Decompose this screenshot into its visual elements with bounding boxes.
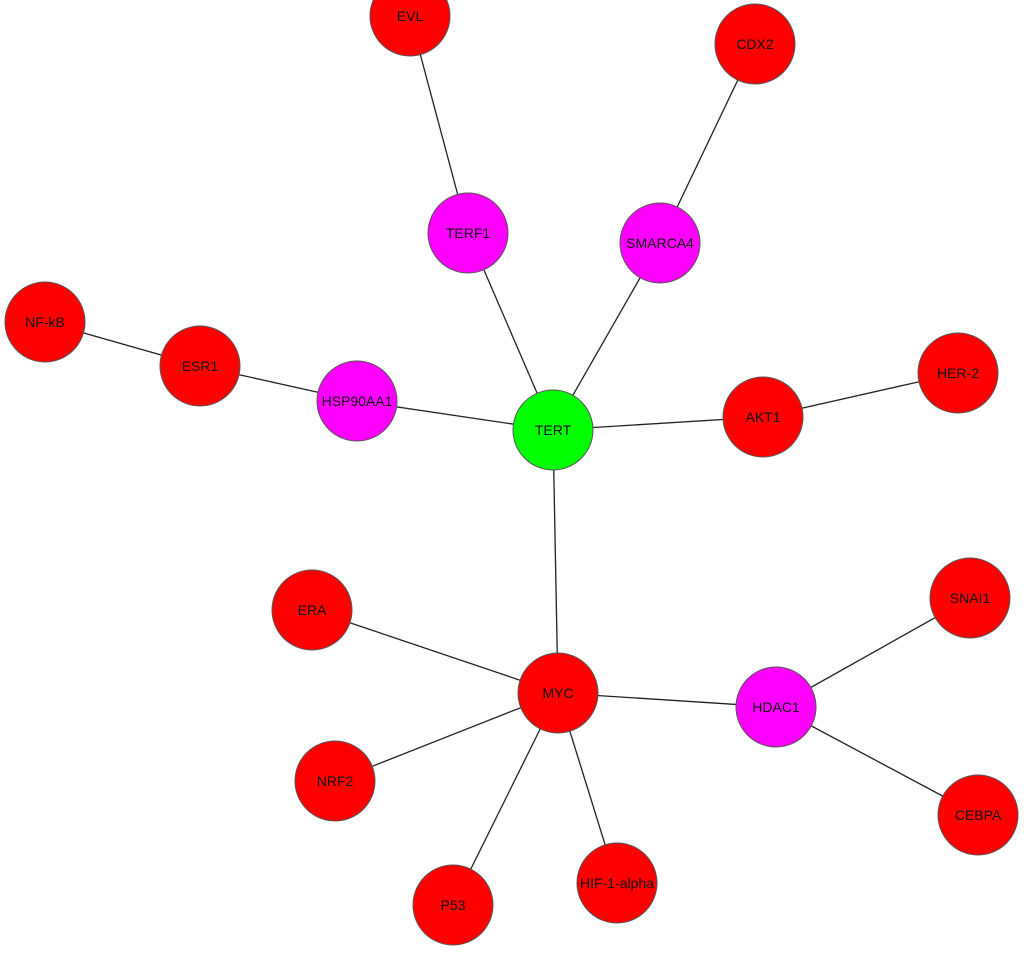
- node-circle[interactable]: [512, 389, 594, 471]
- node-circle[interactable]: [735, 666, 817, 748]
- node-circle[interactable]: [937, 774, 1019, 856]
- node-p53[interactable]: P53: [412, 864, 494, 946]
- node-era[interactable]: ERA: [271, 569, 353, 651]
- edge-era-myc: [311, 609, 559, 694]
- node-label: NRF2: [317, 773, 354, 789]
- node-circle[interactable]: [929, 557, 1011, 639]
- node-circle[interactable]: [917, 332, 999, 414]
- node-label: HER-2: [937, 365, 979, 381]
- node-label: EVL: [397, 8, 424, 24]
- node-myc[interactable]: MYC: [517, 652, 599, 734]
- node-circle[interactable]: [369, 0, 451, 57]
- node-label: SMARCA4: [626, 235, 694, 251]
- node-akt1[interactable]: AKT1: [722, 376, 804, 458]
- edge-tert-myc: [552, 429, 559, 694]
- node-label: AKT1: [745, 409, 780, 425]
- node-her-2[interactable]: HER-2: [917, 332, 999, 414]
- node-label: NF-kB: [25, 314, 65, 330]
- node-label: MYC: [542, 685, 573, 701]
- node-circle[interactable]: [722, 376, 804, 458]
- edges-layer: [44, 15, 979, 906]
- node-cdx2[interactable]: CDX2: [714, 3, 796, 85]
- node-label: ERA: [298, 602, 327, 618]
- node-label: HIF-1-alpha: [580, 875, 654, 891]
- node-circle[interactable]: [427, 192, 509, 274]
- node-hif-1-alpha[interactable]: HIF-1-alpha: [576, 842, 658, 924]
- node-label: HSP90AA1: [322, 393, 393, 409]
- node-label: TERT: [535, 422, 572, 438]
- node-tert[interactable]: TERT: [512, 389, 594, 471]
- node-evl[interactable]: EVL: [369, 0, 451, 57]
- node-snai1[interactable]: SNAI1: [929, 557, 1011, 639]
- node-circle[interactable]: [412, 864, 494, 946]
- node-label: CEBPA: [955, 807, 1002, 823]
- node-circle[interactable]: [271, 569, 353, 651]
- node-circle[interactable]: [576, 842, 658, 924]
- node-nf-kb[interactable]: NF-kB: [4, 281, 86, 363]
- node-label: ESR1: [182, 358, 219, 374]
- node-circle[interactable]: [517, 652, 599, 734]
- node-label: TERF1: [446, 225, 491, 241]
- node-hdac1[interactable]: HDAC1: [735, 666, 817, 748]
- node-esr1[interactable]: ESR1: [159, 325, 241, 407]
- node-label: HDAC1: [752, 699, 800, 715]
- node-circle[interactable]: [294, 740, 376, 822]
- node-label: P53: [441, 897, 466, 913]
- node-smarca4[interactable]: SMARCA4: [619, 202, 701, 284]
- node-hsp90aa1[interactable]: HSP90AA1: [316, 360, 398, 442]
- node-label: CDX2: [736, 36, 774, 52]
- node-circle[interactable]: [159, 325, 241, 407]
- node-circle[interactable]: [316, 360, 398, 442]
- node-cebpa[interactable]: CEBPA: [937, 774, 1019, 856]
- node-circle[interactable]: [619, 202, 701, 284]
- node-terf1[interactable]: TERF1: [427, 192, 509, 274]
- node-circle[interactable]: [714, 3, 796, 85]
- node-circle[interactable]: [4, 281, 86, 363]
- node-nrf2[interactable]: NRF2: [294, 740, 376, 822]
- node-label: SNAI1: [950, 590, 991, 606]
